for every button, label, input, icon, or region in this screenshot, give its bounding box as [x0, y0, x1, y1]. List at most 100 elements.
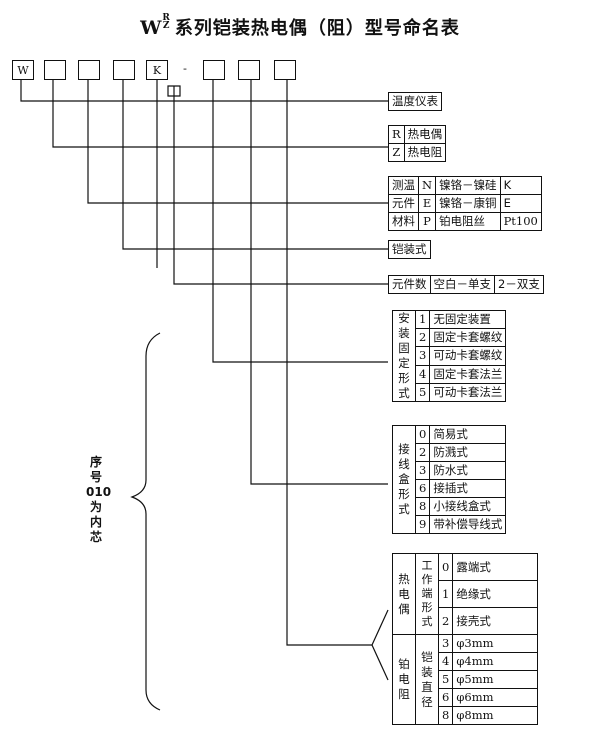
rtd-code: 4 — [437, 652, 454, 671]
junction-name: 接插式 — [429, 479, 507, 498]
install-code: 3 — [414, 346, 431, 366]
type-row: R 热电偶 — [388, 125, 447, 144]
junction-row: 8 小接线盒式 — [393, 497, 507, 516]
code-box-k: K — [146, 60, 168, 80]
element-mark: K — [499, 176, 542, 195]
junction-code: 6 — [414, 479, 431, 498]
install-table: 安装固定形式 1 无固定装置 2 固定卡套螺纹 3 可动卡套螺纹 4 固定卡套法… — [392, 309, 507, 403]
junction-code: 2 — [414, 443, 431, 462]
instrument-label: 温度仪表 — [388, 92, 442, 111]
tc-name: 接壳式 — [452, 607, 539, 635]
element-name: 镍铬－镍硅 — [435, 176, 501, 195]
element-row: 测温 N 镍铬－镍硅 K — [388, 176, 542, 195]
junction-code: 9 — [414, 515, 431, 534]
armored-table: 铠装式 — [388, 240, 431, 259]
install-code: 4 — [414, 364, 431, 384]
count-option-double: 2－双支 — [494, 275, 544, 294]
install-side-label: 安装固定形式 — [392, 310, 416, 402]
element-code: E — [417, 194, 437, 213]
sensor-tc-row: 2 接壳式 — [393, 607, 539, 635]
install-code: 1 — [414, 309, 431, 330]
rtd-name: φ5mm — [452, 670, 539, 689]
brace-note: 序号010为内芯 — [86, 455, 112, 544]
install-name: 固定卡套法兰 — [429, 364, 507, 384]
count-label: 元件数 — [388, 275, 431, 294]
element-name: 镍铬－康铜 — [435, 194, 501, 213]
rtd-code: 5 — [437, 670, 454, 689]
code-dash-1: - — [183, 62, 187, 75]
tc-name: 绝缘式 — [452, 580, 539, 608]
sensor-tc-row: 热电偶 工作端形式 0 露端式 — [392, 553, 539, 635]
install-row: 3 可动卡套螺纹 — [393, 346, 507, 366]
element-mark: Pt100 — [499, 212, 542, 231]
element-code: P — [417, 212, 437, 231]
rtd-sub-label: 铠装直径 — [415, 634, 439, 725]
title-sup: R — [162, 13, 171, 23]
install-code: 2 — [414, 328, 431, 348]
type-table: R 热电偶 Z 热电阻 — [388, 125, 447, 162]
rtd-name: φ8mm — [452, 706, 539, 725]
rtd-name: φ3mm — [452, 634, 539, 653]
count-option-single: 空白－单支 — [429, 275, 495, 294]
tc-code: 2 — [437, 607, 454, 635]
rtd-code: 6 — [437, 688, 454, 707]
code-box-material — [78, 60, 100, 80]
rtd-name: φ6mm — [452, 688, 539, 707]
junction-table: 接线盒形式 0 简易式 2 防溅式 3 防水式 6 接插式 8 小接线盒式 9 … — [392, 425, 507, 534]
tc-code: 1 — [437, 580, 454, 608]
title-w: W — [140, 17, 163, 39]
install-row: 安装固定形式 1 无固定装置 — [392, 309, 507, 402]
install-name: 可动卡套螺纹 — [429, 346, 507, 366]
rtd-code: 8 — [437, 706, 454, 725]
junction-code: 8 — [414, 497, 431, 516]
type-row: Z 热电阻 — [388, 143, 447, 162]
install-name: 固定卡套螺纹 — [429, 328, 507, 348]
code-box-junction — [238, 60, 260, 80]
sensor-rtd-row: 铂电阻 铠装直径 3 φ3mm — [392, 634, 539, 725]
type-code: Z — [388, 143, 405, 162]
junction-code: 0 — [414, 425, 431, 444]
type-code: R — [388, 125, 405, 144]
install-name: 可动卡套法兰 — [429, 382, 507, 403]
element-name: 铂电阻丝 — [435, 212, 501, 231]
junction-name: 小接线盒式 — [429, 497, 507, 516]
element-row: 材料 P 铂电阻丝 Pt100 — [388, 212, 542, 231]
title-sub: Z — [162, 21, 171, 31]
title-text: 系列铠装热电偶（阻）型号命名表 — [174, 18, 460, 39]
install-code: 5 — [414, 382, 431, 403]
install-row: 2 固定卡套螺纹 — [393, 328, 507, 348]
install-row: 5 可动卡套法兰 — [393, 382, 507, 403]
element-code: N — [417, 176, 437, 195]
element-side-2: 元件 — [388, 194, 419, 213]
code-box-w: W — [12, 60, 34, 80]
tc-code: 0 — [437, 553, 454, 581]
element-side-3: 材料 — [388, 212, 419, 231]
type-name: 热电偶 — [403, 125, 447, 144]
count-table: 元件数 空白－单支 2－双支 — [388, 275, 544, 294]
junction-name: 防溅式 — [429, 443, 507, 462]
element-mark: E — [499, 194, 542, 213]
code-box-sensor — [274, 60, 296, 80]
instrument-table: 温度仪表 — [388, 92, 442, 111]
install-name: 无固定装置 — [429, 309, 507, 330]
tc-side-label: 热电偶 — [392, 553, 416, 635]
element-row: 元件 E 镍铬－康铜 E — [388, 194, 542, 213]
junction-code: 3 — [414, 461, 431, 480]
code-box-type — [44, 60, 66, 80]
rtd-side-label: 铂电阻 — [392, 634, 416, 725]
rtd-code: 3 — [437, 634, 454, 653]
junction-row: 接线盒形式 0 简易式 — [392, 425, 507, 534]
install-row: 4 固定卡套法兰 — [393, 364, 507, 384]
sensor-table: 热电偶 工作端形式 0 露端式 1 绝缘式 2 接壳式 铂电阻 铠装直径 3 φ… — [392, 553, 539, 725]
rtd-name: φ4mm — [452, 652, 539, 671]
junction-side-label: 接线盒形式 — [392, 425, 416, 534]
armored-label: 铠装式 — [388, 240, 431, 259]
junction-row: 9 带补偿导线式 — [393, 515, 507, 534]
tc-name: 露端式 — [452, 553, 539, 581]
code-box-install — [203, 60, 225, 80]
sensor-rtd-row: 5 φ5mm — [393, 670, 539, 689]
sensor-rtd-row: 8 φ8mm — [393, 706, 539, 725]
